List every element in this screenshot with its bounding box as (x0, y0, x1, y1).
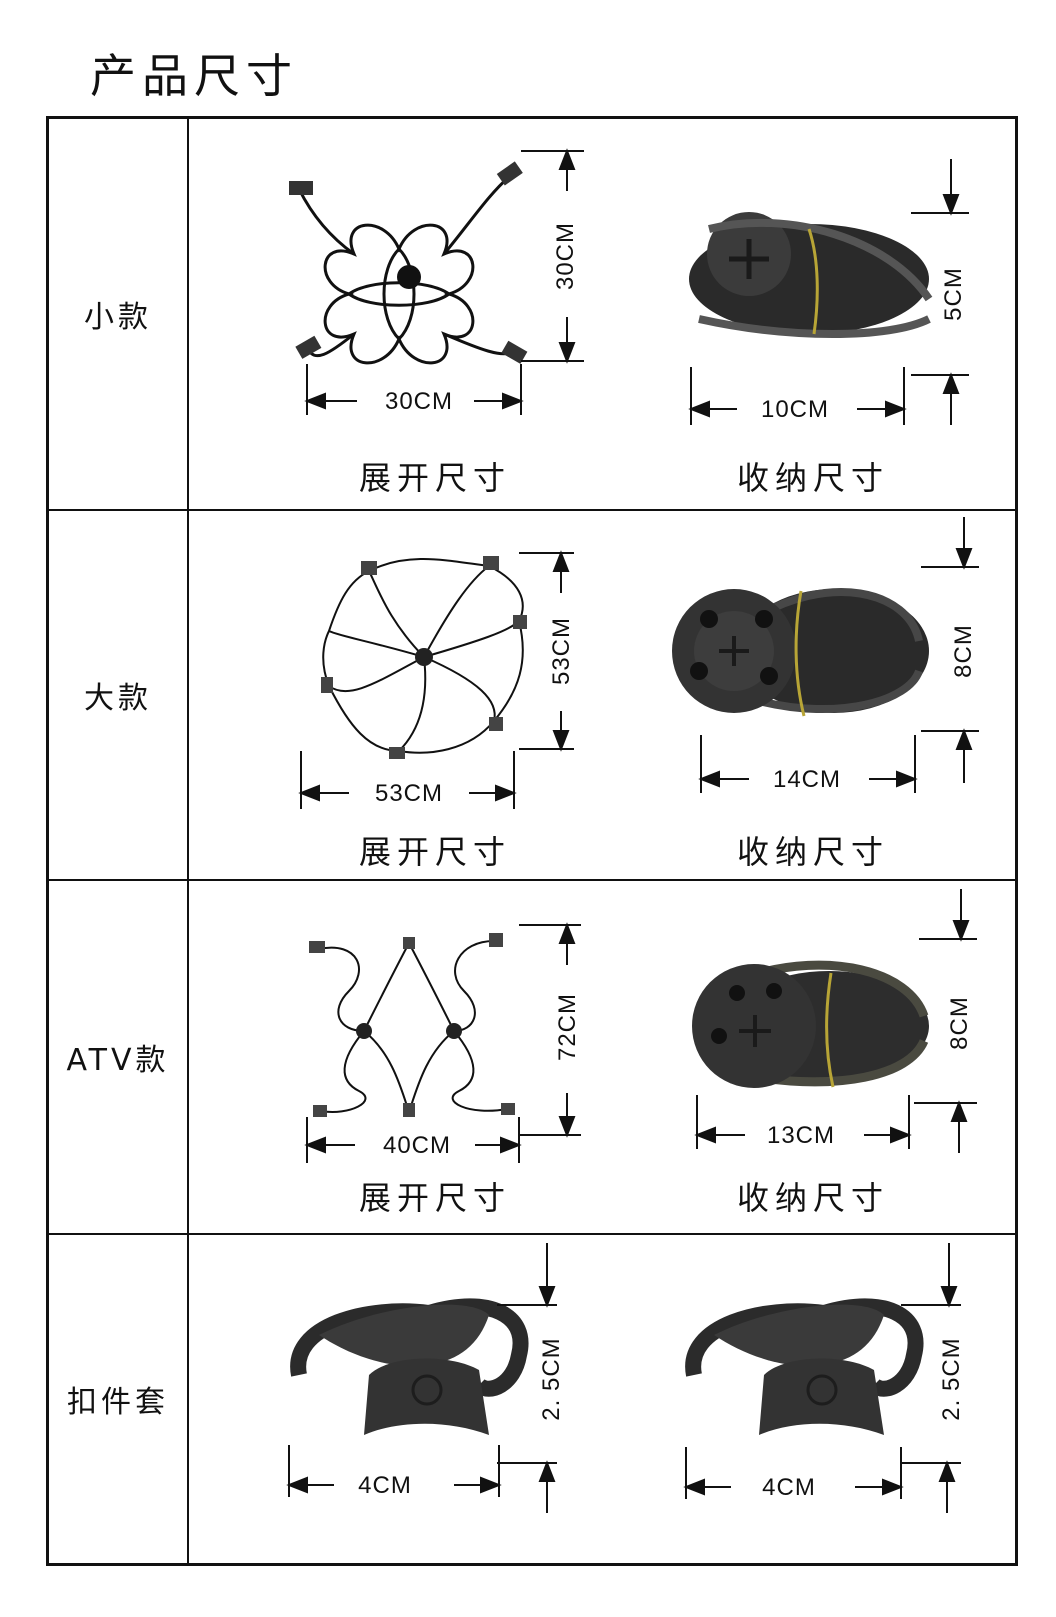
clip-icon (501, 340, 528, 364)
large-expanded-caption: 展开尺寸 (359, 833, 512, 871)
row-label-cell: ATV款 (49, 881, 189, 1233)
clip-set-illustrations: 4CM 2. 5CM (286, 1243, 965, 1513)
clip-icon (501, 1103, 515, 1115)
row-label: 扣件套 (67, 1385, 169, 1420)
clip-left-height-label: 2. 5CM (538, 1337, 565, 1420)
row-label: 大款 (84, 681, 152, 716)
row-content: 53CM 53CM (189, 511, 1015, 879)
table-row-small: 小款 (49, 119, 1015, 511)
clip-icon (313, 1105, 327, 1117)
table-row-atv: ATV款 (49, 881, 1015, 1235)
clip-icon (295, 335, 322, 359)
large-expanded-dimension-lines (298, 550, 574, 809)
row-label-cell: 小款 (49, 119, 189, 509)
row-content: 30CM 30CM (189, 119, 1015, 509)
clip-icon (513, 615, 527, 629)
large-expanded-width-label: 53CM (375, 780, 443, 807)
small-illustrations: 30CM 30CM (289, 148, 969, 425)
clip-icon (496, 161, 523, 186)
atv-stowed-caption: 收纳尺寸 (737, 1179, 890, 1217)
atv-illustrations: 40CM 72CM (304, 889, 977, 1163)
product-size-table: 小款 (46, 116, 1018, 1566)
atv-net-stowed-image (692, 960, 929, 1088)
atv-net-hub-image (446, 1023, 462, 1039)
small-stowed-width-label: 10CM (761, 396, 829, 423)
page-title: 产品尺寸 (90, 49, 298, 103)
clip-left-width-label: 4CM (358, 1472, 412, 1499)
clip-icon (489, 717, 503, 731)
atv-stowed-width-label: 13CM (767, 1122, 835, 1149)
clip-right-height-label: 2. 5CM (938, 1337, 965, 1420)
atv-stowed-height-label: 8CM (946, 996, 973, 1050)
small-stowed-caption: 收纳尺寸 (737, 459, 890, 497)
clip-icon (289, 181, 313, 195)
clip-icon (389, 747, 405, 759)
clip-icon (483, 556, 499, 570)
atv-expanded-height-label: 72CM (554, 993, 581, 1061)
large-net-stowed-image (672, 588, 929, 717)
clip-right-dimension-lines (683, 1243, 961, 1513)
clip-icon (403, 937, 415, 949)
small-expanded-height-label: 30CM (552, 222, 579, 290)
table-row-clip-set: 扣件套 (49, 1235, 1015, 1563)
atv-expanded-width-label: 40CM (383, 1132, 451, 1159)
clip-icon (403, 1103, 415, 1117)
atv-stowed-dimension-lines (694, 889, 977, 1153)
small-expanded-caption: 展开尺寸 (359, 459, 512, 497)
row-label-cell: 大款 (49, 511, 189, 879)
clip-right-image (685, 1298, 924, 1435)
small-net-hub-image (397, 265, 421, 289)
small-stowed-height-label: 5CM (940, 267, 967, 321)
large-expanded-height-label: 53CM (548, 617, 575, 685)
clip-left-dimension-lines (286, 1243, 557, 1513)
small-expanded-width-label: 30CM (385, 388, 453, 415)
table-row-large: 大款 (49, 511, 1015, 881)
row-label-cell: 扣件套 (49, 1235, 189, 1563)
clip-right-width-label: 4CM (762, 1474, 816, 1501)
atv-expanded-caption: 展开尺寸 (359, 1179, 512, 1217)
clip-icon (361, 561, 377, 575)
row-content: 40CM 72CM (189, 881, 1015, 1233)
clip-icon (321, 677, 333, 693)
large-stowed-caption: 收纳尺寸 (737, 833, 890, 871)
small-stowed-dimension-lines (688, 159, 969, 425)
large-net-hub-image (415, 648, 433, 666)
row-label: ATV款 (66, 1043, 170, 1078)
row-label: 小款 (84, 300, 152, 335)
atv-net-expanded-image (318, 940, 508, 1113)
row-content: 4CM 2. 5CM (189, 1235, 1015, 1563)
large-stowed-width-label: 14CM (773, 766, 841, 793)
small-net-expanded-image (297, 175, 515, 365)
clip-left-image (290, 1298, 529, 1435)
atv-net-hub-image (356, 1023, 372, 1039)
large-illustrations: 53CM 53CM (298, 517, 979, 809)
small-net-stowed-image (689, 212, 933, 338)
clip-icon (309, 941, 325, 953)
small-expanded-dimension-lines (304, 148, 584, 415)
large-stowed-height-label: 8CM (950, 624, 977, 678)
large-stowed-dimension-lines (698, 517, 979, 793)
clip-icon (489, 933, 503, 947)
atv-expanded-dimension-lines (304, 922, 581, 1163)
